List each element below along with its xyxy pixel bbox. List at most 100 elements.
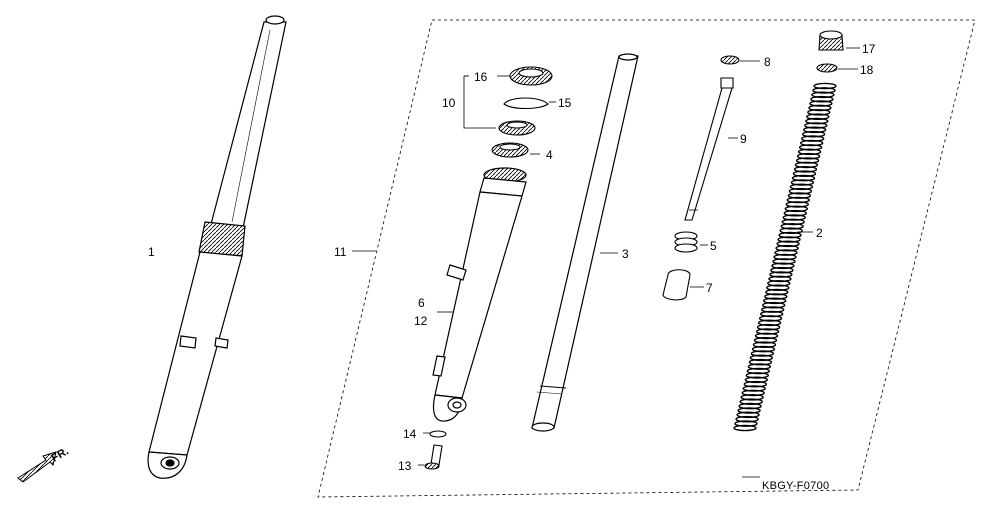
label-part-6: 6	[418, 296, 425, 310]
diagram-code: KBGY-F0700	[762, 480, 829, 492]
spring-coil	[780, 222, 804, 230]
inner-fork-tube	[531, 53, 639, 432]
label-part-9: 9	[740, 132, 747, 146]
spring-coil	[778, 231, 802, 239]
spring-coil	[733, 424, 757, 432]
oil-lock-piece	[662, 269, 691, 301]
spring-coil	[803, 126, 827, 134]
spring-coil	[802, 130, 826, 138]
spring-coil	[794, 161, 819, 169]
spring-coil	[804, 122, 828, 129]
spring-coil	[755, 328, 780, 335]
spring-coil	[775, 244, 799, 252]
spring-coil	[792, 170, 817, 177]
spring-coil	[782, 214, 806, 221]
spring-coil	[760, 310, 784, 318]
label-part-12: 12	[414, 314, 428, 328]
spring-coil	[784, 205, 808, 213]
spring-coil	[774, 249, 798, 256]
assembly-frame	[317, 19, 976, 498]
label-part-7: 7	[706, 281, 713, 295]
label-part-3: 3	[622, 247, 629, 261]
spring-coil	[765, 288, 789, 296]
spring-coil	[753, 336, 778, 344]
spring-coil	[779, 227, 803, 234]
leader-lines	[352, 47, 860, 478]
label-part-14: 14	[403, 427, 417, 441]
label-part-5: 5	[710, 239, 717, 253]
spring-coil	[762, 301, 786, 309]
spring-coil	[746, 367, 770, 375]
label-part-18: 18	[860, 63, 874, 77]
spring-coil	[752, 341, 777, 349]
spring-coil	[770, 266, 794, 274]
spring-coil	[738, 402, 762, 410]
spring-coil	[737, 407, 761, 414]
spring-coil	[813, 82, 837, 90]
spring-coil	[796, 152, 821, 160]
front-direction-arrow-icon	[17, 451, 57, 483]
spring-coil	[781, 218, 805, 226]
spring-coil	[736, 411, 760, 419]
front-direction-label: FR.	[50, 445, 71, 464]
spring-coil	[754, 332, 779, 340]
spring-coil	[791, 174, 816, 182]
spring-coil	[739, 398, 763, 406]
spring-coil	[789, 183, 814, 191]
spring-coil	[767, 279, 791, 287]
spring-coil	[806, 113, 830, 120]
spring-coil	[801, 135, 825, 142]
label-part-10: 10	[442, 96, 456, 110]
spring-coil	[742, 385, 766, 392]
spring-coil	[757, 319, 782, 327]
spring-coil	[750, 350, 775, 357]
spring-coil	[808, 104, 832, 112]
spring-coil	[776, 240, 800, 248]
rebound-spring	[674, 231, 698, 253]
spring-coil	[769, 271, 793, 278]
spring-coil	[747, 363, 772, 370]
spring-coil	[812, 87, 836, 94]
spring-coil	[734, 420, 758, 427]
oil-seal-kit	[491, 66, 553, 158]
spring-coil	[745, 372, 769, 379]
spring-coil	[797, 148, 822, 156]
spring-coil	[771, 262, 795, 270]
outer-fork-tube	[432, 167, 527, 422]
label-part-8: 8	[764, 55, 771, 69]
spring-coil	[790, 179, 815, 186]
label-part-17: 17	[862, 42, 876, 56]
socket-bolt	[424, 430, 447, 470]
spring-coil	[795, 157, 820, 164]
spring-coil	[735, 415, 759, 423]
spring-coil	[766, 284, 790, 292]
label-part-16: 16	[474, 70, 488, 84]
label-part-1: 1	[148, 245, 155, 259]
fork-bolt	[816, 30, 844, 73]
label-part-13: 13	[398, 459, 412, 473]
spring-coil	[807, 109, 831, 116]
spring-coil	[768, 275, 792, 283]
label-part-11: 11	[334, 245, 347, 259]
spring-coil	[783, 209, 807, 217]
spring-coil	[786, 196, 810, 204]
spring-coil	[764, 293, 788, 300]
spring-coil	[763, 297, 787, 305]
spring-coil	[788, 187, 813, 195]
spring-coil	[772, 258, 796, 265]
spring-coil	[798, 144, 823, 151]
spring-coil	[777, 236, 801, 243]
spring-coil	[744, 376, 768, 384]
spring-coil	[793, 165, 818, 173]
fork-piston	[684, 55, 740, 221]
label-part-4: 4	[546, 148, 553, 162]
spring-coil	[809, 100, 833, 107]
spring-coil	[740, 393, 764, 401]
spring-coil	[811, 91, 835, 99]
spring-coil	[743, 380, 767, 388]
spring-coil	[810, 95, 834, 103]
spring-coil	[800, 139, 824, 147]
spring-coil	[785, 201, 809, 208]
label-part-15: 15	[558, 96, 572, 110]
